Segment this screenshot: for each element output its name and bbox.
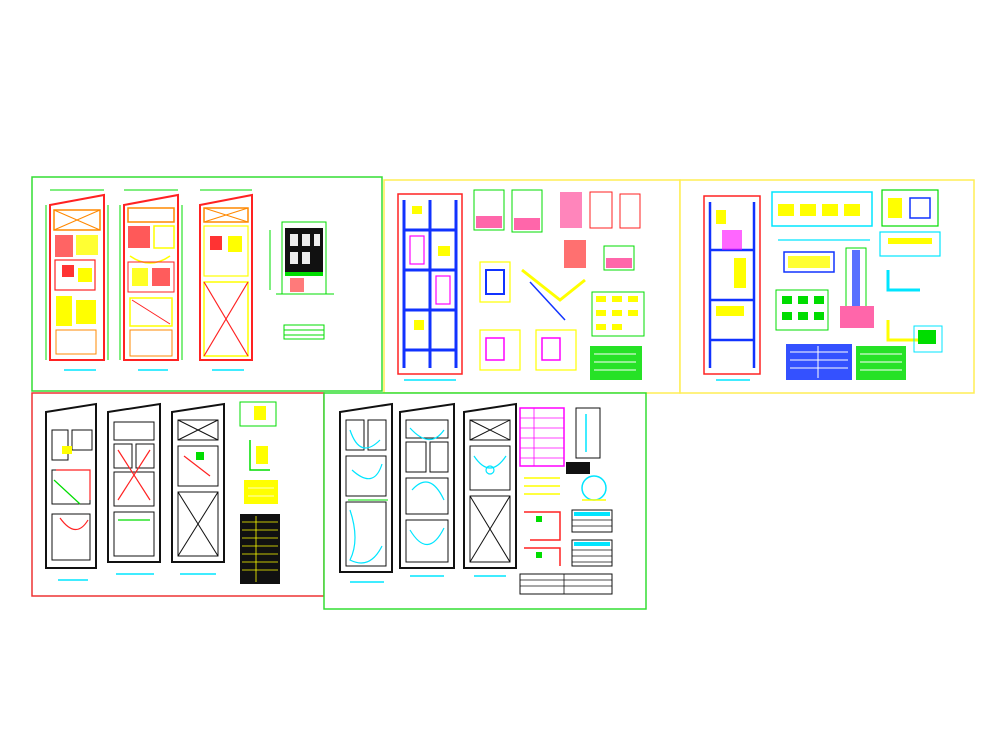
table-icon — [771, 189, 941, 257]
floor-plan-icon — [119, 189, 183, 371]
detail-icon — [775, 239, 943, 353]
table-icon — [519, 407, 601, 474]
floor-plan-icon — [45, 402, 97, 581]
detail-icon — [524, 475, 607, 566]
table-icon — [590, 291, 645, 380]
elevation-icon — [269, 221, 334, 295]
floor-plan-icon — [171, 402, 225, 575]
table-icon — [240, 514, 280, 584]
floor-plan-icon — [107, 402, 161, 575]
floor-plan-icon — [397, 193, 463, 381]
floor-plan-icon — [463, 402, 517, 577]
floor-plan-icon — [45, 189, 109, 371]
floor-plan-icon — [339, 402, 393, 583]
floor-plan-icon — [703, 195, 761, 381]
table-icon — [519, 509, 613, 595]
table-icon — [283, 324, 325, 340]
sheet-electrical[interactable] — [323, 392, 647, 610]
sheet-sanitary[interactable] — [31, 392, 325, 597]
detail-icon — [239, 401, 278, 504]
detail-icon — [479, 261, 586, 371]
floor-plan-icon — [199, 189, 253, 371]
detail-icon — [473, 189, 641, 271]
sheet-structures[interactable] — [383, 179, 681, 394]
sheet-architecture[interactable] — [31, 176, 383, 392]
table-icon — [786, 344, 906, 380]
sheet-foundations[interactable] — [679, 179, 975, 394]
floor-plan-icon — [399, 402, 455, 577]
